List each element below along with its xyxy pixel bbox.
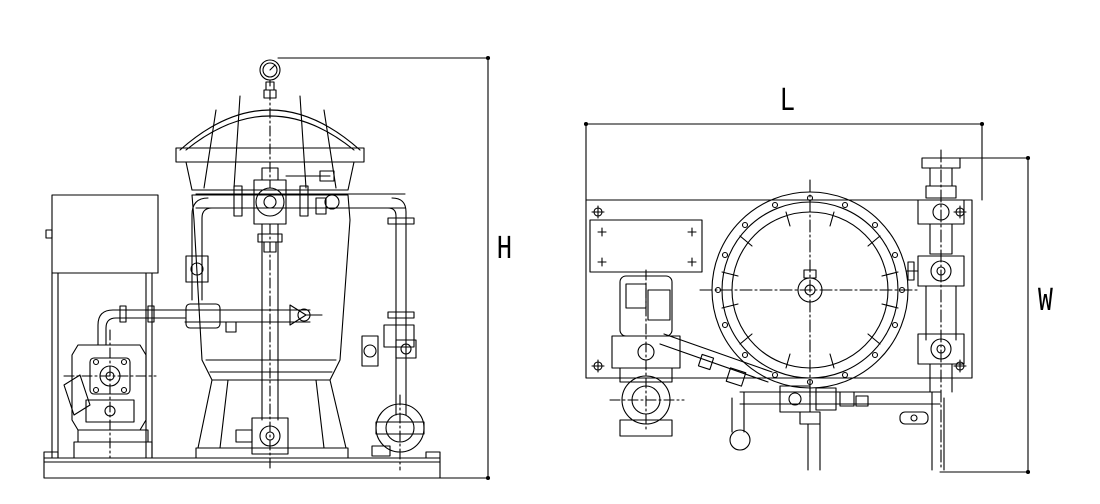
plan-skid-plate [586, 200, 972, 378]
plan-pump-motor [610, 270, 684, 436]
plan-right-valve-stack [906, 150, 964, 470]
control-panel [46, 195, 158, 458]
pressure-gauge [260, 60, 280, 86]
plan-vessel-circle [700, 180, 920, 400]
right-riser-pipe [388, 198, 414, 415]
mid-pipe-valve [185, 304, 322, 332]
width-label: W [1038, 283, 1053, 318]
bottom-outlet [236, 418, 288, 454]
width-dimension [940, 157, 1030, 474]
filter-vessel [192, 195, 350, 458]
pump-motor [64, 330, 156, 458]
plan-control-panel [590, 220, 702, 272]
center-pipe [258, 224, 282, 470]
top-manifold [196, 168, 405, 224]
plan-diagonal-pipe [660, 334, 772, 386]
height-label: H [497, 231, 512, 266]
height-dimension [278, 57, 490, 480]
top-plan-view [585, 123, 1030, 474]
right-gauges [362, 325, 416, 366]
suction-pipe [98, 306, 185, 345]
left-riser-pipe [186, 198, 212, 300]
bottom-right-casing [372, 395, 424, 470]
plan-bottom-manifold [730, 386, 944, 470]
dome-lid [176, 82, 364, 190]
front-elevation-view [44, 57, 490, 480]
length-dimension [585, 123, 984, 201]
length-label: L [780, 83, 795, 118]
